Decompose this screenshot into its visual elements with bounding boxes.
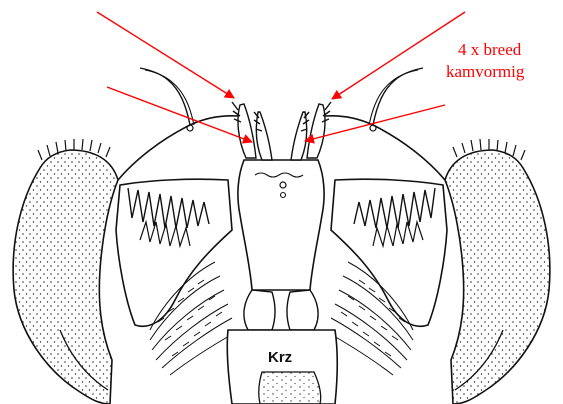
- lower-plate: Krz: [227, 330, 337, 404]
- annotation-label-count: 4 x breed: [458, 40, 521, 60]
- annotation-arrows: [97, 12, 465, 142]
- right-palp: [445, 139, 550, 404]
- comb-tips: [232, 102, 331, 160]
- arrow-upper-right: [332, 12, 465, 99]
- annotation-label-shape: kamvormig: [446, 62, 524, 82]
- antennae: [140, 68, 423, 125]
- left-mandible: [116, 179, 232, 326]
- arrow-lower-right: [305, 105, 445, 141]
- figure-label-krz: Krz: [268, 349, 292, 366]
- central-labrum: [238, 160, 324, 330]
- right-mandible: [331, 179, 447, 326]
- left-palp: [13, 139, 118, 404]
- arrow-upper-left: [97, 12, 234, 98]
